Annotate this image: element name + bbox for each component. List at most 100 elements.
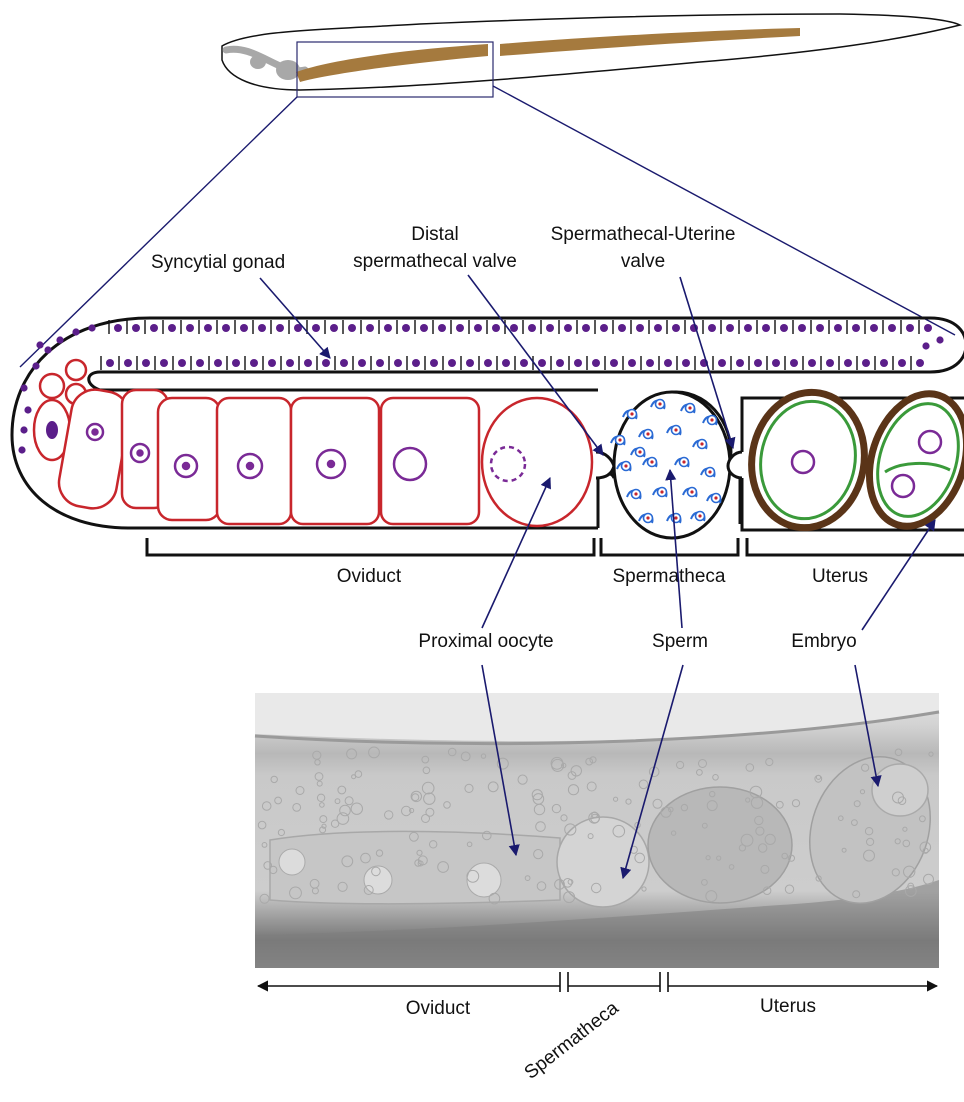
germline-nucleus (790, 359, 798, 367)
sperm-nucleus (690, 490, 693, 493)
sperm-nucleus (682, 460, 685, 463)
germline-nucleus (636, 324, 644, 332)
germline-nucleus (510, 324, 518, 332)
micrograph-embryo-2-cell (872, 764, 928, 816)
spermatheca-bracket (601, 538, 738, 555)
germline-nucleus (348, 324, 356, 332)
label-embryo: Embryo (791, 631, 856, 652)
sperm-nucleus (658, 402, 661, 405)
germline-nucleus (32, 362, 39, 369)
gonad-schematic (12, 318, 964, 555)
germline-nucleus (502, 359, 510, 367)
whole-worm-illustration (20, 14, 960, 367)
germline-nucleus (924, 324, 932, 332)
sperm-nucleus (638, 450, 641, 453)
germline-nucleus (168, 324, 176, 332)
label-distal-valve-1: Distal (411, 224, 459, 245)
micrograph-nucleus (279, 849, 305, 875)
sperm-nucleus (624, 464, 627, 467)
germline-nucleus (922, 342, 929, 349)
germline-nucleus (520, 359, 528, 367)
germline-nucleus (582, 324, 590, 332)
germline-nucleus (672, 324, 680, 332)
sperm-cell (623, 410, 637, 420)
germline-nucleus (56, 336, 63, 343)
germline-nucleus (24, 406, 31, 413)
germline-nucleus (250, 359, 258, 367)
germline-nucleus (402, 324, 410, 332)
germline-nucleus (186, 324, 194, 332)
germline-nucleus (600, 324, 608, 332)
oocyte-6 (291, 398, 379, 524)
germline-nucleus (888, 324, 896, 332)
micrograph-region-axis (258, 972, 937, 992)
sperm-nucleus (618, 438, 621, 441)
label-syncytial-gonad: Syncytial gonad (151, 252, 285, 273)
oocyte-4 (158, 398, 220, 520)
germline-nucleus (898, 359, 906, 367)
germline-nucleus (150, 324, 158, 332)
germline-nucleus (18, 446, 25, 453)
germline-nucleus (222, 324, 230, 332)
micrograph-nucleus (364, 866, 392, 894)
germline-nucleus (394, 359, 402, 367)
label-uterus: Uterus (812, 566, 868, 587)
distal-valve (596, 452, 614, 478)
germline-nucleus (780, 324, 788, 332)
germline-nucleus (330, 324, 338, 332)
germline-nucleus (214, 359, 222, 367)
dic-micrograph (255, 693, 950, 968)
oviduct-bracket (147, 538, 594, 555)
sperm-nucleus (646, 516, 649, 519)
photo-label-uterus: Uterus (760, 996, 816, 1017)
germline-nucleus (834, 324, 842, 332)
germline-nucleus (142, 359, 150, 367)
sperm-nucleus (646, 432, 649, 435)
germline-nucleus (340, 359, 348, 367)
germline-nucleus (276, 324, 284, 332)
germline-nucleus (556, 359, 564, 367)
micrograph-spermatheca (557, 817, 649, 907)
sperm-nucleus (660, 490, 663, 493)
worm-body (222, 14, 960, 90)
germline-nucleus (870, 324, 878, 332)
germline-nucleus (448, 359, 456, 367)
germline-nucleus (744, 324, 752, 332)
germline-nucleus (808, 359, 816, 367)
label-spermatheca: Spermatheca (612, 566, 725, 587)
germline-nucleus (178, 359, 186, 367)
syncytial-nuclei-top-row (109, 320, 932, 334)
oocyte-7 (381, 398, 479, 524)
germline-nucleus (322, 359, 330, 367)
germline-nucleus (132, 324, 140, 332)
germline-nucleus (196, 359, 204, 367)
sperm-nucleus (674, 516, 677, 519)
germline-nucleus (304, 359, 312, 367)
germline-nucleus (528, 324, 536, 332)
germline-nucleus (474, 324, 482, 332)
photo-label-spermatheca: Spermatheca (521, 997, 623, 1083)
axis-spermatheca-bracket (560, 972, 668, 992)
germline-nucleus (286, 359, 294, 367)
label-sp-ut-valve-2: valve (621, 251, 665, 272)
germline-nucleus (916, 359, 924, 367)
germline-nucleus (664, 359, 672, 367)
germline-nucleus (762, 324, 770, 332)
small-oocyte (40, 374, 64, 398)
germline-nucleus (682, 359, 690, 367)
pointer-embryo (862, 520, 935, 630)
sperm-nucleus (688, 406, 691, 409)
label-sp-ut-valve-1: Spermathecal-Uterine (551, 224, 736, 245)
germline-nucleus (160, 359, 168, 367)
germline-nucleus (376, 359, 384, 367)
germline-nucleus (366, 324, 374, 332)
developing-oocytes (34, 360, 592, 526)
sperm-nucleus (634, 492, 637, 495)
label-distal-valve-2: spermathecal valve (353, 251, 517, 272)
germline-nucleus (610, 359, 618, 367)
germline-nucleus (412, 359, 420, 367)
germline-nucleus (618, 324, 626, 332)
germline-nucleus (708, 324, 716, 332)
